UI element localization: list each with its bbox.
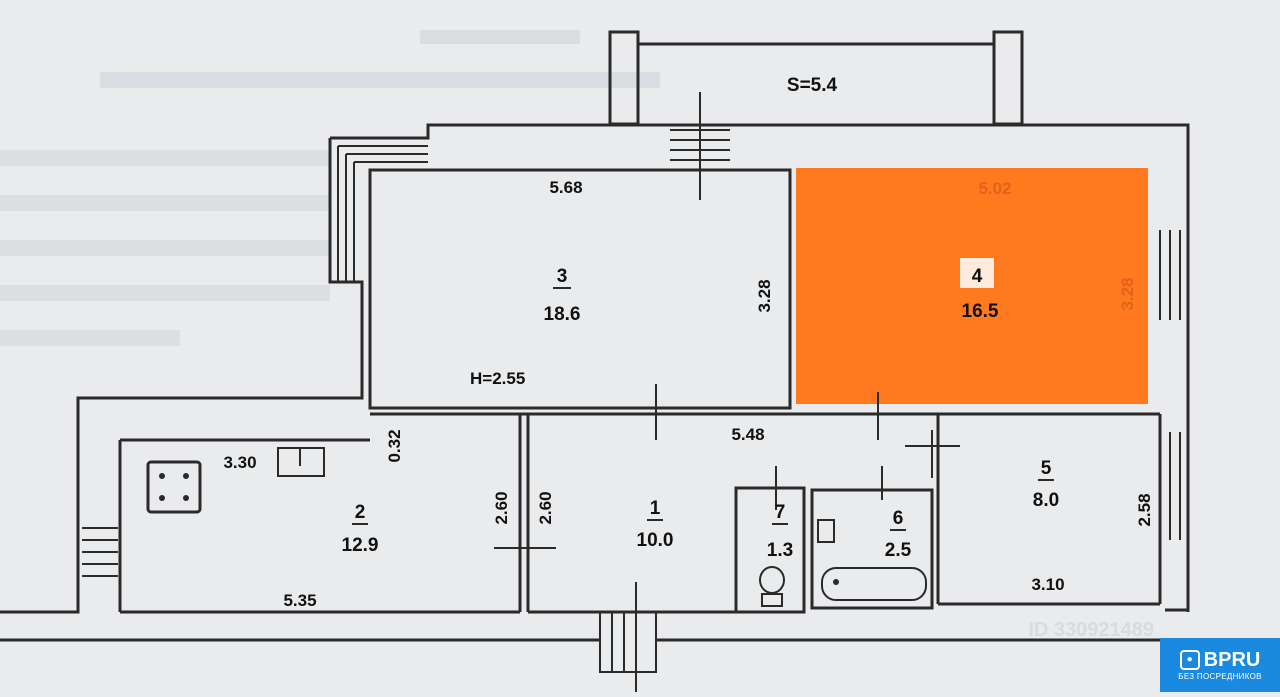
people-icon: ●	[1179, 649, 1200, 670]
window-left	[82, 527, 118, 577]
bathtub-icon	[821, 567, 927, 601]
room-2-height: 2.60	[492, 491, 511, 524]
room-3-area: 18.6	[544, 304, 581, 325]
room-5-number: 5	[1041, 458, 1052, 479]
watermark-id: ID 330921489	[1028, 619, 1154, 641]
outer-walls	[0, 123, 1190, 692]
logo-top: ● BPRU	[1179, 648, 1261, 671]
window-right-top	[1159, 230, 1181, 320]
room-2-wall-dim: 0.32	[385, 429, 404, 462]
room-6-area: 2.5	[885, 540, 912, 561]
room-4-number: 4	[972, 266, 983, 287]
ceiling-height-label: H=2.55	[470, 369, 525, 388]
room-2-top-dim: 3.30	[223, 453, 256, 472]
room-2: 3.30 0.32 2 12.9 2.60 5.35	[146, 429, 556, 610]
room-6: 6 2.5	[810, 466, 934, 610]
room-3-number: 3	[557, 266, 568, 287]
window-right-bottom	[1159, 432, 1181, 540]
room-5-area: 8.0	[1033, 490, 1059, 511]
room-3: 5.68 1 3 18.6 3.28 H=2.55	[368, 168, 792, 440]
room-5-bottom-dim: 3.10	[1031, 575, 1064, 594]
room-2-bottom-dim: 5.35	[283, 591, 316, 610]
background-text-lines	[0, 30, 660, 346]
toilet-icon	[759, 566, 785, 607]
room-2-area: 12.9	[342, 535, 379, 556]
room-4-width: 5.02	[978, 179, 1011, 198]
window-top	[670, 129, 730, 161]
room-7-number: 7	[775, 502, 786, 523]
balcony-area-label: S=5.4	[787, 75, 838, 96]
room-4-area: 16.5	[962, 301, 999, 322]
room-2-number: 2	[355, 502, 366, 523]
corridor-width: 5.48	[731, 425, 764, 444]
entrance	[599, 582, 657, 692]
bpru-logo: ● BPRU БЕЗ ПОСРЕДНИКОВ	[1160, 638, 1280, 692]
room-4: 5.02 4 16.5 3.28	[796, 168, 1148, 404]
logo-name: BPRU	[1203, 648, 1261, 671]
room-6-number: 6	[893, 508, 904, 529]
room-1-height: 2.60	[536, 491, 555, 524]
room-1: 2.60 1 10.0	[536, 491, 673, 551]
room-4-height: 3.28	[1118, 277, 1137, 310]
room-3-height: 3.28	[755, 279, 774, 312]
room-7: 7 1.3	[734, 466, 806, 614]
room-1-number: 1	[650, 498, 661, 519]
lower-walls	[118, 392, 1162, 614]
room-7-area: 1.3	[767, 540, 793, 561]
room-5-height: 2.58	[1135, 493, 1154, 526]
logo-tagline: БЕЗ ПОСРЕДНИКОВ	[1178, 671, 1262, 681]
sink-icon	[817, 519, 835, 543]
stove-icon	[146, 460, 202, 514]
room-5: 5 8.0 2.58 3.10	[1031, 458, 1154, 594]
room-3-width: 5.68	[549, 178, 582, 197]
room-1-area: 10.0	[637, 530, 674, 551]
